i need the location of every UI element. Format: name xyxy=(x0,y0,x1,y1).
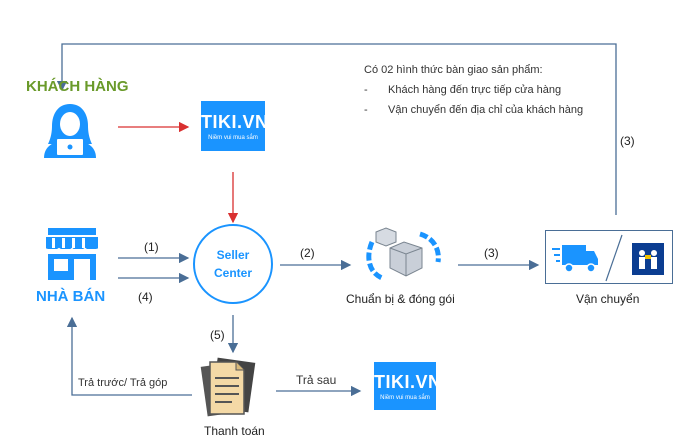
seller-center-line2: Center xyxy=(213,266,252,280)
postpay-label: Trả sau xyxy=(296,373,337,387)
document-icon xyxy=(200,357,256,417)
store-icon xyxy=(45,228,99,280)
seller-center-node: Seller Center xyxy=(193,224,273,304)
shipping-box xyxy=(545,230,673,284)
package-icon xyxy=(366,227,441,281)
delivery-truck-icon xyxy=(552,245,598,273)
customer-icon xyxy=(44,104,96,158)
step-5-label: (5) xyxy=(210,328,225,342)
seller-center-line1: Seller xyxy=(216,248,250,262)
packing-label: Chuẩn bị & đóng gói xyxy=(346,292,455,306)
divider-slash xyxy=(605,234,623,282)
return-loop-line xyxy=(56,43,617,215)
tiki-slogan-top: Niềm vui mua sắm xyxy=(208,135,258,141)
tiki-logo-top: TIKI.VN Niềm vui mua sắm xyxy=(201,101,269,151)
note-bullet-2: - xyxy=(364,104,368,116)
tiki-logo-bottom: TIKI.VN Niềm vui mua sắm xyxy=(374,362,442,410)
customer-title: KHÁCH HÀNG xyxy=(26,78,129,95)
tiki-brand-bottom: TIKI.VN xyxy=(374,372,442,392)
shipping-label: Vận chuyển xyxy=(576,292,640,306)
tiki-brand-top: TIKI.VN xyxy=(201,112,269,132)
seller-title: NHÀ BÁN xyxy=(36,288,106,305)
tiki-slogan-bottom: Niềm vui mua sắm xyxy=(380,395,430,401)
payment-label: Thanh toán xyxy=(204,424,265,438)
payment-to-seller-line xyxy=(66,316,192,396)
handover-icon xyxy=(632,243,664,275)
step-2-label: (2) xyxy=(300,246,315,260)
note-bullet-1: - xyxy=(364,84,368,96)
note-item-2: Vận chuyển đến địa chỉ của khách hàng xyxy=(388,104,584,116)
note-title: Có 02 hình thức bàn giao sản phẩm: xyxy=(364,64,543,76)
prepay-label: Trả trước/ Trả góp xyxy=(78,377,168,389)
step-1-label: (1) xyxy=(144,240,159,254)
note-item-1: Khách hàng đến trực tiếp cửa hàng xyxy=(388,84,562,96)
step-3-label: (3) xyxy=(484,246,499,260)
step-3-loop-label: (3) xyxy=(620,134,635,148)
step-4-label: (4) xyxy=(138,290,153,304)
